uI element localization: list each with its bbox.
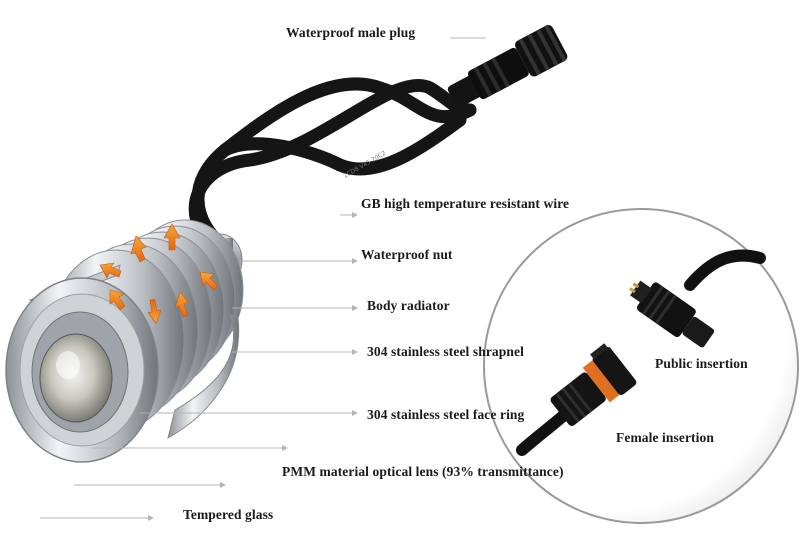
label-stainless-shrapnel: 304 stainless steel shrapnel	[367, 344, 524, 359]
label-body-radiator: Body radiator	[367, 298, 450, 313]
lamp-body	[5, 219, 244, 463]
connector-inset	[483, 208, 799, 524]
cable	[188, 77, 477, 257]
label-waterproof-nut: Waterproof nut	[361, 247, 453, 262]
heat-arrows	[99, 223, 219, 325]
label-waterproof-male-plug: Waterproof male plug	[286, 25, 416, 40]
label-female-insertion: Female insertion	[616, 430, 714, 445]
male-plug-connector	[447, 24, 568, 108]
label-optical-lens: PMM material optical lens (93% transmitt…	[282, 464, 564, 479]
label-stainless-face-ring: 304 stainless steel face ring	[367, 407, 525, 422]
leader-arrowheads	[148, 212, 358, 521]
label-tempered-glass: Tempered glass	[183, 507, 274, 522]
label-public-insertion: Public insertion	[655, 356, 748, 371]
leader-lines	[40, 37, 486, 519]
label-gb-wire: GB high temperature resistant wire	[361, 196, 570, 211]
